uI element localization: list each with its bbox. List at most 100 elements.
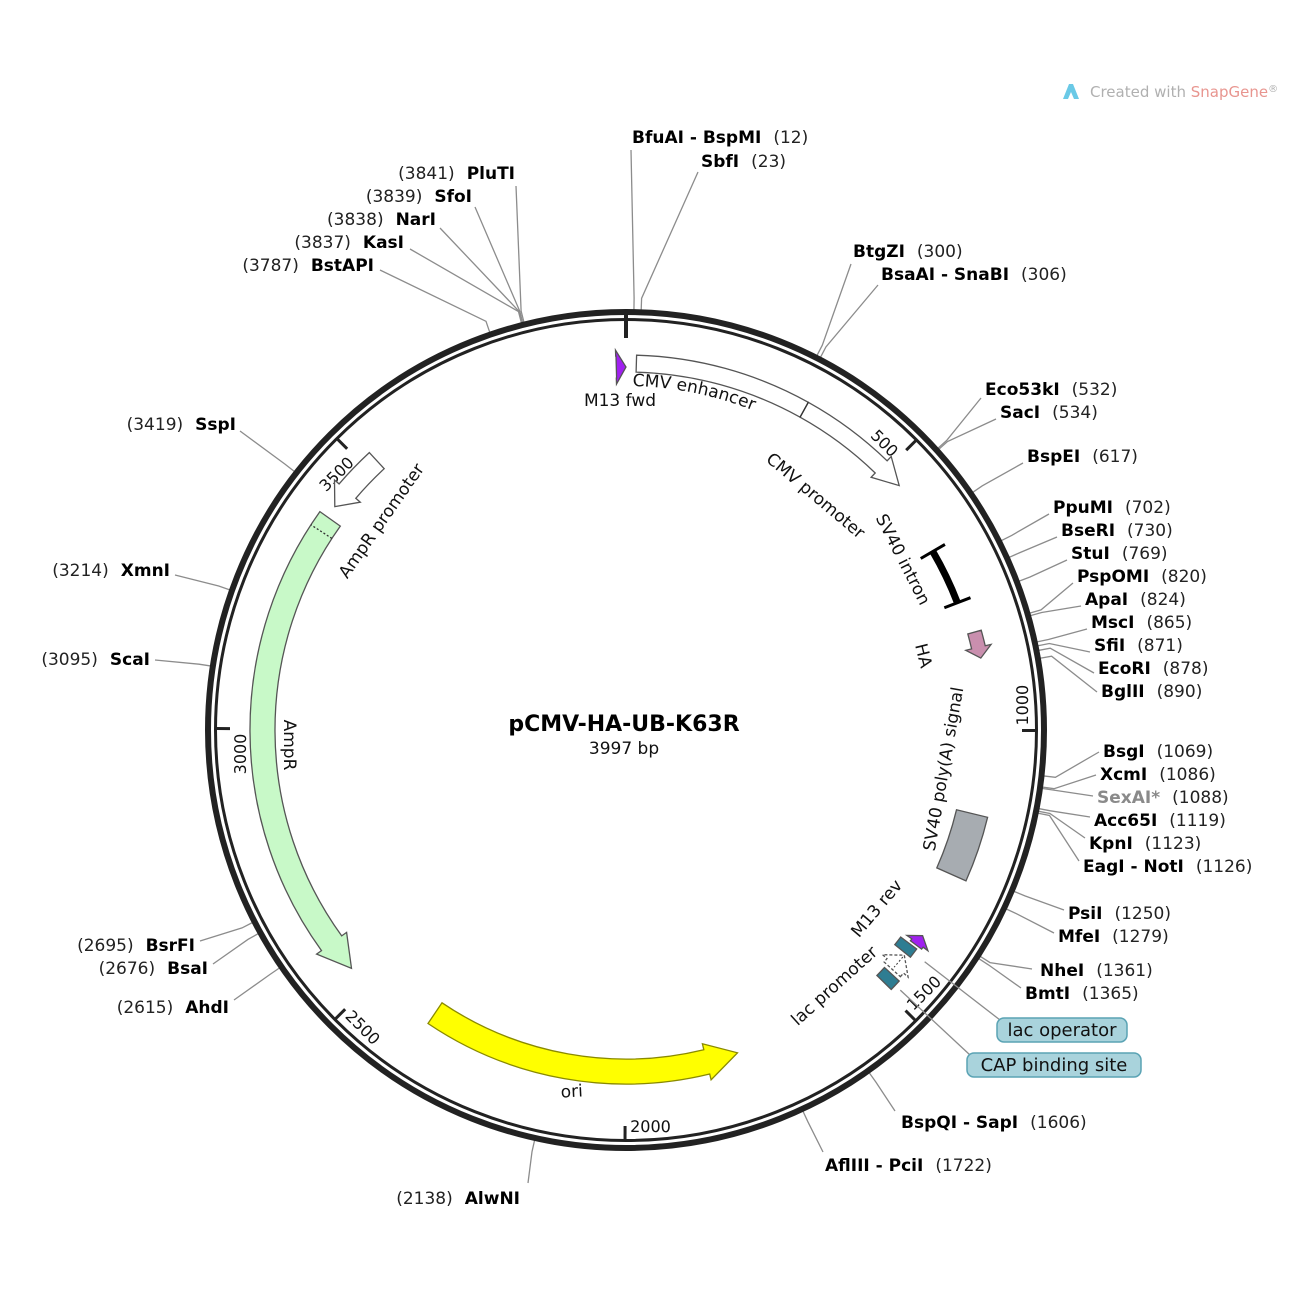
restriction-site-label[interactable]: MscI(865) (1091, 613, 1192, 633)
cap-binding-site-box[interactable]: CAP binding site (966, 1052, 1142, 1078)
feature-ha[interactable] (963, 629, 993, 659)
restriction-site-label[interactable]: KpnI(1123) (1089, 834, 1201, 854)
site-leader-line (1036, 807, 1091, 818)
site-name: BfuAI - BspMI (632, 128, 761, 148)
site-name: NarI (396, 210, 436, 230)
restriction-site-label[interactable]: (2676)BsaI (99, 959, 208, 979)
restriction-site-label[interactable]: BglII(890) (1101, 682, 1202, 702)
restriction-site-label[interactable]: SfiI(871) (1094, 636, 1183, 656)
restriction-site-label[interactable]: AflIII - PciI(1722) (825, 1156, 992, 1176)
restriction-site-label[interactable]: (3841)PluTI (398, 164, 515, 184)
feature-ampr-promoter[interactable] (333, 451, 386, 508)
restriction-site-label[interactable]: SexAI*(1088) (1097, 788, 1229, 808)
restriction-site-label[interactable]: BseRI(730) (1061, 521, 1173, 541)
feature-label-cmv-promoter[interactable]: CMV promoter (762, 449, 869, 543)
feature-ampr[interactable] (249, 510, 353, 970)
site-name: KasI (363, 233, 404, 253)
restriction-site-label[interactable]: (3095)ScaI (41, 650, 150, 670)
feature-ori[interactable] (427, 1001, 739, 1085)
site-leader-line (1039, 787, 1094, 797)
feature-label-ori[interactable]: ori (560, 1081, 583, 1102)
restriction-site-label[interactable]: BtgZI(300) (853, 242, 963, 262)
restriction-site-label[interactable]: (2138)AlwNI (396, 1189, 520, 1209)
site-name: BsaI (167, 959, 208, 979)
site-leader-line (1035, 642, 1091, 653)
lac-operator-box[interactable]: lac operator (996, 1017, 1128, 1043)
restriction-site-label[interactable]: (3787)BstAPI (242, 256, 374, 276)
site-name: EagI - NotI (1083, 857, 1184, 877)
site-leader-line (239, 430, 297, 474)
restriction-site-label[interactable]: SbfI(23) (701, 152, 786, 172)
restriction-site-label[interactable]: (3839)SfoI (366, 187, 472, 207)
site-position: (3837) (294, 233, 351, 253)
feature-cmv-promoter[interactable] (799, 401, 901, 487)
restriction-site-label[interactable]: MfeI(1279) (1058, 927, 1169, 947)
restriction-site-label[interactable]: (3837) KasI (294, 233, 404, 253)
restriction-site-label[interactable]: EagI - NotI (1126) (1083, 857, 1252, 877)
restriction-site-label[interactable]: BsgI(1069) (1103, 742, 1213, 762)
feature-lac-operator[interactable] (893, 936, 918, 959)
restriction-site-label[interactable]: (3838) NarI (327, 210, 436, 230)
feature-m13-rev[interactable] (904, 934, 930, 953)
restriction-site-label[interactable]: Eco53kI(532) (985, 380, 1117, 400)
restriction-site-label[interactable]: PpuMI(702) (1053, 498, 1171, 518)
restriction-site-label[interactable]: NheI(1361) (1040, 961, 1153, 981)
site-name: PpuMI (1053, 498, 1113, 518)
feature-m13-fwd[interactable] (614, 347, 627, 387)
site-leader-line (1027, 582, 1074, 615)
site-name: AlwNI (465, 1189, 520, 1209)
restriction-site-label[interactable]: EcoRI (878) (1098, 659, 1209, 679)
site-position: (3419) (127, 415, 184, 435)
site-position: (1126) (1196, 857, 1253, 877)
restriction-site-label[interactable]: Acc65I(1119) (1094, 811, 1226, 831)
site-name: AflIII - PciI (825, 1156, 923, 1176)
site-leader-line (439, 227, 524, 326)
feature-label-lac-promoter[interactable]: lac promoter (788, 942, 882, 1030)
site-position: (1365) (1082, 984, 1139, 1004)
site-name: SexAI* (1097, 788, 1160, 808)
site-position: (2695) (77, 936, 134, 956)
feature-sv40-poly-a-signal[interactable] (935, 809, 989, 882)
site-leader-line (640, 171, 699, 313)
restriction-site-label[interactable]: PsiI(1250) (1068, 904, 1171, 924)
site-name: NheI (1040, 961, 1084, 981)
restriction-site-label[interactable]: BsaAI - SnaBI(306) (881, 265, 1067, 285)
site-leader-line (1006, 536, 1058, 559)
restriction-site-label[interactable]: (3214)XmnI (52, 561, 170, 581)
lac-operator-box-label: lac operator (1007, 1020, 1117, 1041)
restriction-site-label[interactable]: BfuAI - BspMI(12) (632, 128, 808, 148)
restriction-site-label[interactable]: BspQI - SapI(1606) (901, 1113, 1087, 1133)
restriction-site-label[interactable]: SacI(534) (1000, 403, 1098, 423)
restriction-site-label[interactable]: ApaI(824) (1085, 590, 1186, 610)
restriction-site-label[interactable]: PspOMI(820) (1077, 567, 1207, 587)
lac-operator-box-bg (996, 1017, 1128, 1043)
site-position: (3838) (327, 210, 384, 230)
tick-label: 2000 (630, 1117, 671, 1136)
site-name: BstAPI (311, 256, 374, 276)
feature-lac-promoter[interactable] (880, 954, 910, 979)
site-position: (878) (1163, 659, 1209, 679)
feature-label-m13-fwd[interactable]: M13 fwd (584, 391, 656, 411)
site-name: EcoRI (1098, 659, 1151, 679)
restriction-site-label[interactable]: StuI(769) (1071, 544, 1168, 564)
feature-label-ha[interactable]: HA (910, 642, 935, 671)
feature-label-ampr[interactable]: AmpR (279, 720, 299, 771)
snapgene-logo-icon (1063, 84, 1079, 99)
site-position: (3841) (398, 164, 455, 184)
site-leader-line (233, 966, 282, 1001)
site-name: SfiI (1094, 636, 1125, 656)
restriction-site-label[interactable]: XcmI(1086) (1100, 765, 1216, 785)
restriction-site-label[interactable]: BmtI(1365) (1025, 984, 1139, 1004)
restriction-site-label[interactable]: (2615)AhdI (117, 998, 229, 1018)
feature-label-sv40-intron[interactable]: SV40 intron (871, 511, 934, 609)
site-leader-line (199, 920, 255, 942)
restriction-site-label[interactable]: (2695)BsrFI (77, 936, 195, 956)
tick-label: 1000 (1013, 685, 1032, 726)
feature-label-m13-rev[interactable]: M13 rev (847, 876, 907, 942)
feature-cap-binding-site[interactable] (875, 966, 901, 991)
feature-sv40-intron[interactable] (919, 543, 972, 610)
ampr-dotted-divider (310, 524, 333, 539)
restriction-site-label[interactable]: (3419)SspI (127, 415, 236, 435)
restriction-site-label[interactable]: BspEI(617) (1027, 447, 1138, 467)
site-name: BsaAI - SnaBI (881, 265, 1009, 285)
